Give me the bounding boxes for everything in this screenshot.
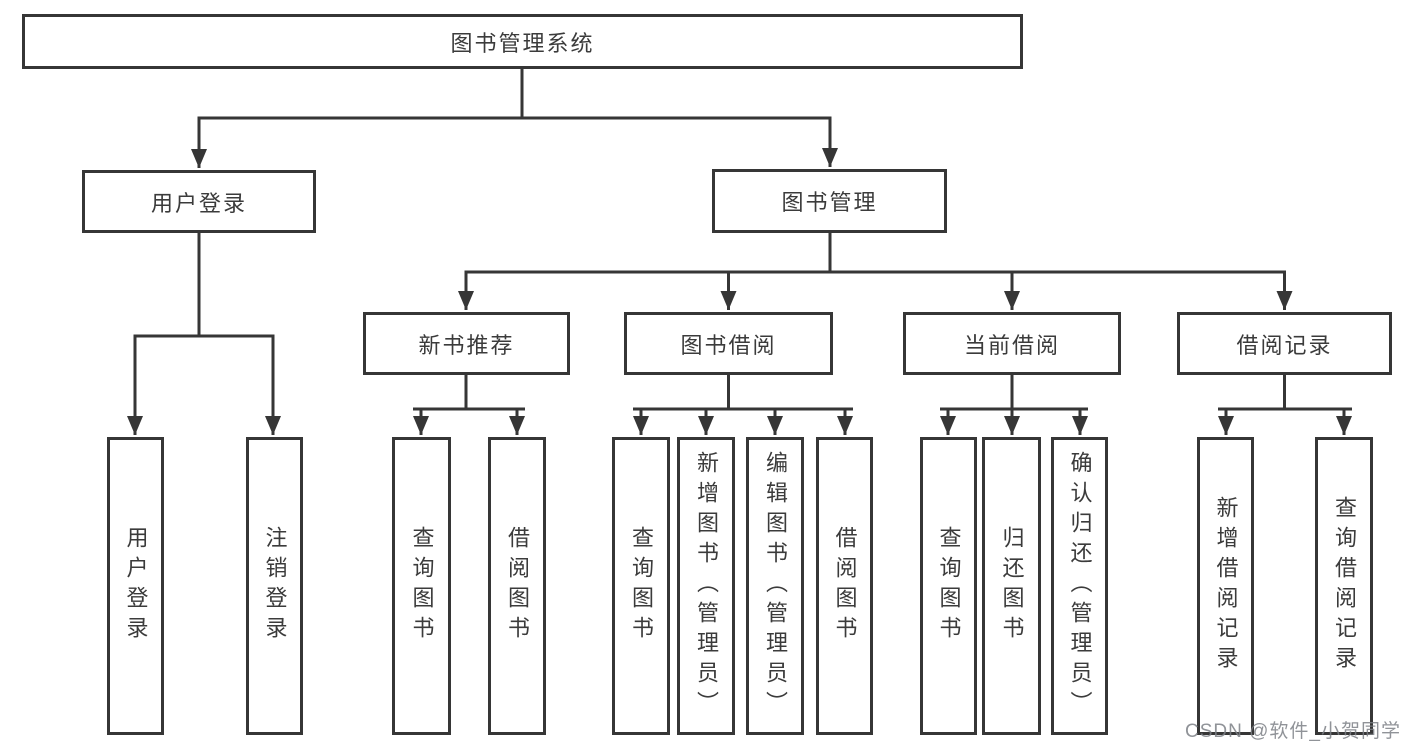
node-borrow-record: 借阅记录 bbox=[1177, 312, 1392, 375]
leaf-borrow-book: 借阅图书 bbox=[816, 437, 873, 735]
leaf-user-login: 用户登录 bbox=[107, 437, 164, 735]
node-root-label: 图书管理系统 bbox=[450, 30, 595, 56]
leaf-query-book-recommend: 查询图书 bbox=[392, 437, 451, 735]
leaf-edit-book-admin-label: 编辑图书（管理员） bbox=[763, 451, 788, 721]
leaf-query-borrow-record: 查询借阅记录 bbox=[1315, 437, 1373, 735]
node-book-borrow-label: 图书借阅 bbox=[680, 332, 777, 358]
leaf-confirm-return-admin: 确认归还（管理员） bbox=[1051, 437, 1108, 735]
node-book-management-label: 图书管理 bbox=[781, 190, 878, 215]
node-current-borrow-label: 当前借阅 bbox=[963, 332, 1060, 358]
node-borrow-record-label: 借阅记录 bbox=[1236, 332, 1333, 358]
watermark: CSDN @软件_小贺同学 bbox=[1185, 721, 1401, 742]
leaf-query-borrow-record-label: 查询借阅记录 bbox=[1332, 496, 1357, 676]
leaf-add-borrow-record-label: 新增借阅记录 bbox=[1213, 496, 1239, 676]
leaf-query-book-borrow-label: 查询图书 bbox=[629, 526, 654, 646]
leaf-add-book-admin: 新增图书（管理员） bbox=[677, 437, 735, 735]
leaf-add-borrow-record: 新增借阅记录 bbox=[1197, 437, 1254, 735]
node-root: 图书管理系统 bbox=[22, 14, 1023, 69]
node-new-book-recommend-label: 新书推荐 bbox=[418, 332, 515, 358]
leaf-borrow-book-recommend: 借阅图书 bbox=[488, 437, 546, 735]
leaf-user-login-label: 用户登录 bbox=[123, 526, 149, 646]
leaf-logout-login-label: 注销登录 bbox=[262, 526, 288, 646]
node-new-book-recommend: 新书推荐 bbox=[363, 312, 570, 375]
leaf-add-book-admin-label: 新增图书（管理员） bbox=[694, 451, 719, 721]
leaf-return-book-label: 归还图书 bbox=[999, 526, 1025, 646]
leaf-return-book: 归还图书 bbox=[982, 437, 1041, 735]
leaf-query-book-borrow: 查询图书 bbox=[612, 437, 670, 735]
node-user-login: 用户登录 bbox=[82, 170, 316, 233]
leaf-borrow-book-recommend-label: 借阅图书 bbox=[505, 526, 530, 646]
leaf-confirm-return-admin-label: 确认归还（管理员） bbox=[1067, 451, 1093, 721]
node-current-borrow: 当前借阅 bbox=[903, 312, 1121, 375]
node-user-login-label: 用户登录 bbox=[150, 190, 247, 216]
node-book-borrow: 图书借阅 bbox=[624, 312, 833, 375]
leaf-edit-book-admin: 编辑图书（管理员） bbox=[746, 437, 804, 735]
leaf-query-book-current: 查询图书 bbox=[920, 437, 977, 735]
leaf-query-book-recommend-label: 查询图书 bbox=[409, 526, 435, 646]
leaf-logout-login: 注销登录 bbox=[246, 437, 303, 735]
leaf-query-book-current-label: 查询图书 bbox=[936, 526, 962, 646]
node-book-management: 图书管理 bbox=[712, 169, 947, 233]
leaf-borrow-book-label: 借阅图书 bbox=[832, 526, 858, 646]
